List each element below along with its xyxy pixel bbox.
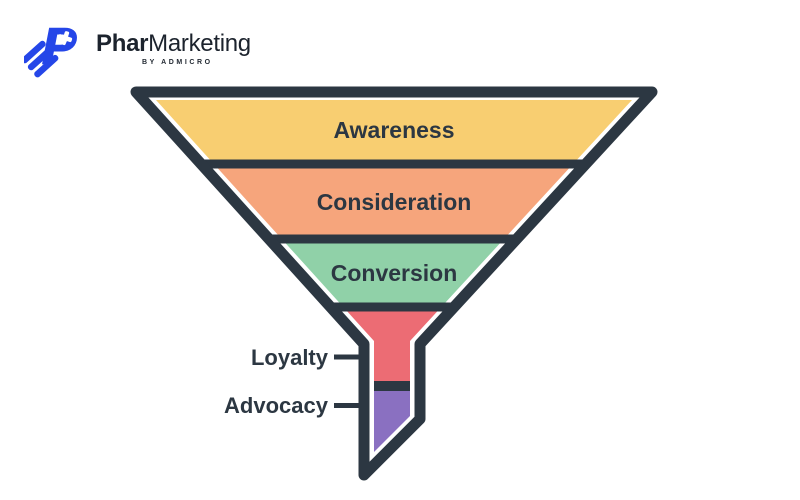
- brand-logo: P PharMarketing BY ADMICRO: [24, 14, 251, 78]
- brand-text-block: PharMarketing BY ADMICRO: [96, 14, 251, 67]
- stage-divider-1: [136, 159, 652, 169]
- logo-layer-bars: [24, 40, 59, 78]
- stage-label-consideration: Consideration: [317, 189, 472, 215]
- stage-divider-4: [355, 381, 425, 391]
- stage-divider-3: [136, 302, 652, 312]
- funnel-stage-loyalty: [156, 306, 632, 386]
- stage-label-advocacy: Advocacy: [224, 393, 329, 418]
- pharmarketing-icon: P: [24, 18, 78, 78]
- stage-label-loyalty: Loyalty: [251, 345, 329, 370]
- brand-tagline: BY ADMICRO: [142, 59, 213, 66]
- logo-plus-icon: [58, 31, 73, 46]
- funnel-stage-awareness: [156, 100, 632, 164]
- stage-label-awareness: Awareness: [333, 117, 454, 143]
- brand-name: PharMarketing: [96, 32, 251, 56]
- brand-name-light: Marketing: [148, 30, 251, 57]
- funnel-outline: [130, 86, 658, 481]
- brand-name-bold: Phar: [96, 30, 149, 57]
- stage-label-conversion: Conversion: [331, 260, 458, 286]
- logo-p-glyph: P: [41, 18, 78, 76]
- stage-divider-2: [136, 234, 652, 244]
